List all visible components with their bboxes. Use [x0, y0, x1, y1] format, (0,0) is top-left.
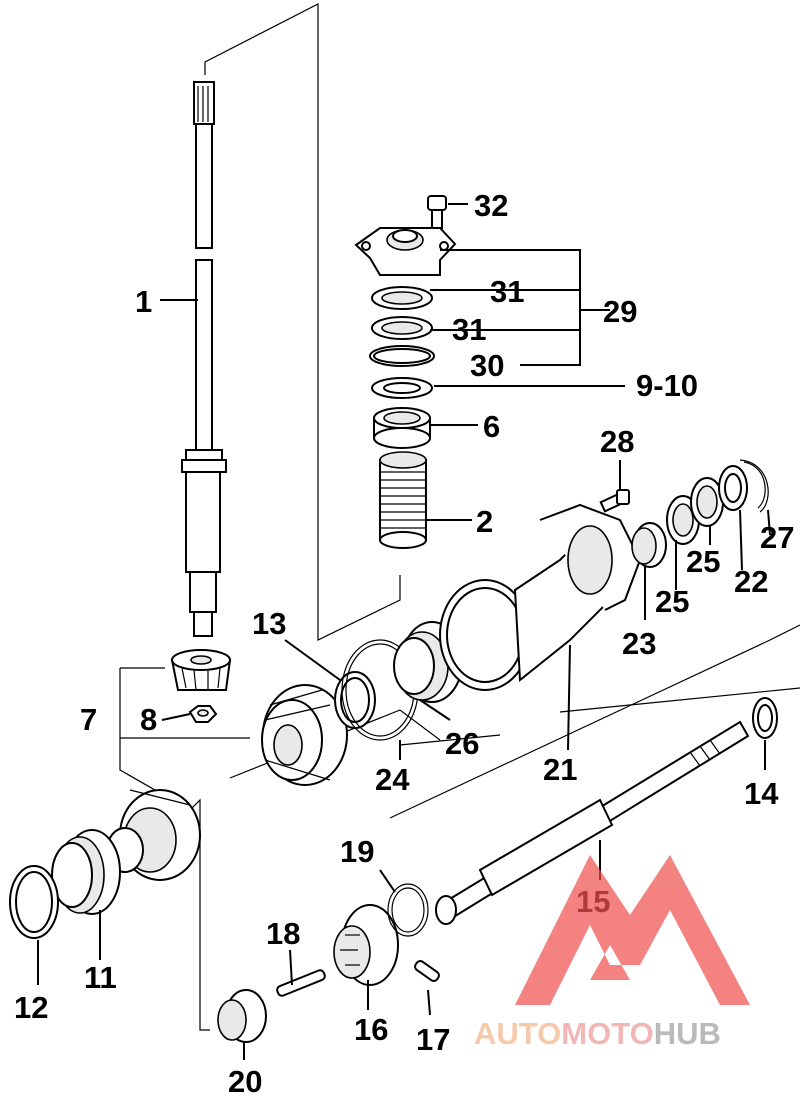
part-nut-8 [188, 705, 218, 723]
label-part-9-10: 9-10 [636, 368, 698, 403]
label-part-23: 23 [622, 626, 656, 661]
part-shim-13 [334, 671, 376, 729]
part-shim-9-10 [371, 377, 433, 399]
label-part-32: 32 [474, 188, 508, 223]
label-part-26: 26 [445, 726, 479, 761]
part-washer-22 [718, 465, 748, 511]
part-bearing-11 [51, 829, 121, 915]
part-propeller-shaft-15 [435, 720, 750, 925]
label-part-31a: 31 [490, 274, 524, 309]
label-part-2: 2 [476, 504, 493, 539]
part-clutch-16 [333, 904, 399, 986]
label-part-20: 20 [228, 1064, 262, 1099]
label-part-25a: 25 [686, 544, 720, 579]
label-part-16: 16 [354, 1012, 388, 1047]
label-part-13: 13 [252, 606, 286, 641]
label-part-17: 17 [416, 1022, 450, 1057]
guide-lines [119, 3, 800, 1031]
label-part-21: 21 [543, 752, 577, 787]
watermark-logo-icon [515, 855, 750, 1005]
label-part-11: 11 [84, 960, 117, 995]
part-bearing-6 [373, 407, 431, 449]
label-part-6: 6 [483, 409, 500, 444]
part-needle-bearing-23 [631, 522, 667, 568]
part-pin-17 [414, 960, 440, 982]
label-part-7: 7 [80, 702, 97, 737]
label-part-25b: 25 [655, 584, 689, 619]
label-part-30: 30 [470, 348, 504, 383]
part-clip-27 [739, 459, 769, 513]
part-bolt-28 [599, 489, 630, 513]
label-part-18: 18 [266, 916, 300, 951]
label-part-29: 29 [603, 294, 637, 329]
part-bearing-housing-21 [439, 503, 642, 691]
part-bolt-32 [427, 195, 447, 229]
part-reverse-gear [106, 789, 201, 881]
label-part-27: 27 [760, 520, 794, 555]
watermark-text-moto: MOTO [561, 1016, 653, 1051]
part-shim-12 [9, 865, 59, 939]
watermark: AUTOMOTOHUB [474, 855, 750, 1051]
part-ring-19 [387, 883, 429, 937]
label-part-8: 8 [140, 702, 157, 737]
label-part-28: 28 [600, 424, 634, 459]
part-pump-housing-29 [354, 227, 457, 276]
label-part-1: 1 [135, 284, 152, 319]
part-sleeve-2 [379, 451, 427, 549]
leader-lines [37, 203, 771, 1060]
label-part-19: 19 [340, 834, 374, 869]
label-part-24: 24 [375, 762, 410, 797]
label-part-31b: 31 [452, 312, 486, 347]
part-pin-18 [276, 969, 326, 997]
part-bushing-20 [217, 989, 267, 1043]
part-drive-shaft [181, 81, 227, 637]
label-part-14: 14 [744, 776, 779, 811]
svg-text:AUTOMOTOHUB: AUTOMOTOHUB [474, 1016, 721, 1051]
watermark-text-hub: HUB [654, 1016, 721, 1051]
part-forward-gear [261, 684, 348, 786]
part-seals-31 [371, 286, 433, 340]
part-oring-30 [369, 345, 435, 367]
label-part-22: 22 [734, 564, 768, 599]
part-washer-14 [752, 697, 778, 739]
part-pinion-gear-7 [170, 649, 232, 691]
label-part-12: 12 [14, 990, 48, 1025]
watermark-text-auto: AUTO [474, 1016, 561, 1051]
